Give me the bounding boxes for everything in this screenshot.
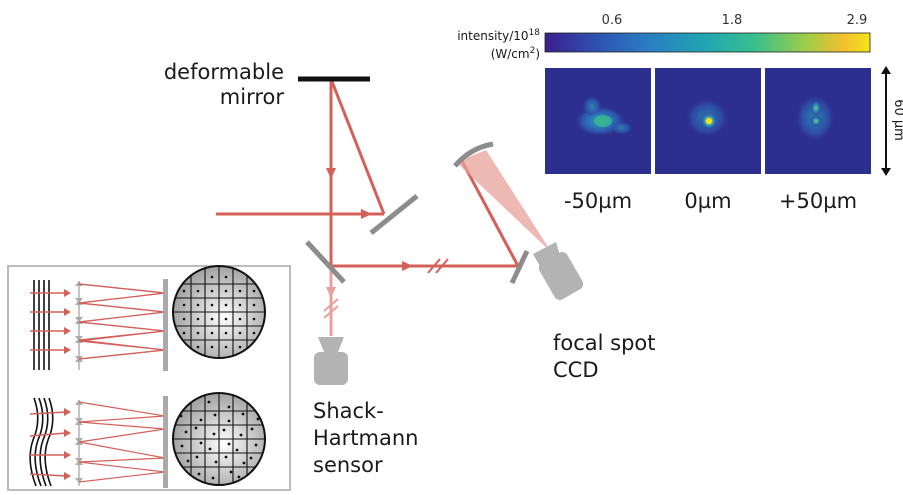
colorbar-title-line1: intensity/1018 (457, 28, 540, 43)
label-mirror: mirror (220, 85, 285, 109)
label-hartmann: Hartmann (313, 426, 418, 450)
sh-arrow (326, 287, 336, 298)
scale-bar: 60 µm (881, 66, 903, 176)
colorbar-tick-1: 1.8 (722, 13, 743, 28)
off-axis-parabola (453, 141, 494, 168)
colorbar-title-text: intensity/10 (457, 29, 528, 43)
turning-mirror (369, 194, 419, 235)
label-deformable: deformable (164, 60, 284, 84)
colorbar-tick-0: 0.6 (602, 13, 623, 28)
label-ccd: CCD (553, 358, 599, 382)
sh-break-symbol (323, 298, 339, 319)
spot-0 (685, 98, 729, 138)
colorbar-unit-a: (W/cm (491, 47, 530, 61)
inset-flat-wavefront (30, 279, 168, 371)
panel-label-minus50: -50µm (564, 189, 632, 213)
fold-mirror (509, 249, 530, 285)
colorbar-title-line2: (W/cm2) (491, 46, 540, 61)
colorbar-unit-b: ) (535, 47, 540, 61)
colorbar-tick-2: 2.9 (847, 13, 868, 28)
scale-bar-label: 60 µm (891, 99, 903, 141)
colorbar (544, 32, 871, 53)
label-focal-spot: focal spot (553, 331, 656, 355)
colorbar-title-sup: 18 (529, 28, 541, 38)
panel-label-plus50: +50µm (779, 189, 857, 213)
arrow-right (402, 261, 413, 271)
inset-flat-spot-grid (172, 265, 266, 359)
ccd-camera-icon (533, 242, 584, 300)
label-sensor: sensor (313, 453, 383, 477)
arrow-input (361, 209, 372, 219)
beam-break-symbol (427, 258, 449, 274)
inset-distorted-wavefront (29, 396, 168, 488)
beam-to-dm (329, 78, 386, 215)
beam-splitter (305, 240, 346, 284)
inset-box (7, 265, 291, 491)
beam-to-parabola (460, 160, 520, 267)
spot-minus50 (574, 96, 633, 137)
colorbar-unit-sup: 2 (530, 46, 536, 56)
arrow-down (326, 168, 336, 179)
beam-arrows (326, 168, 413, 271)
focus-cone (456, 150, 552, 253)
focal-spot-panels (545, 68, 871, 174)
shack-hartmann-sensor-icon (314, 337, 348, 385)
inset-distorted-spot-grid (172, 392, 266, 486)
label-shack: Shack- (313, 399, 384, 423)
spot-plus50 (795, 94, 835, 142)
panel-label-0: 0µm (684, 189, 731, 213)
